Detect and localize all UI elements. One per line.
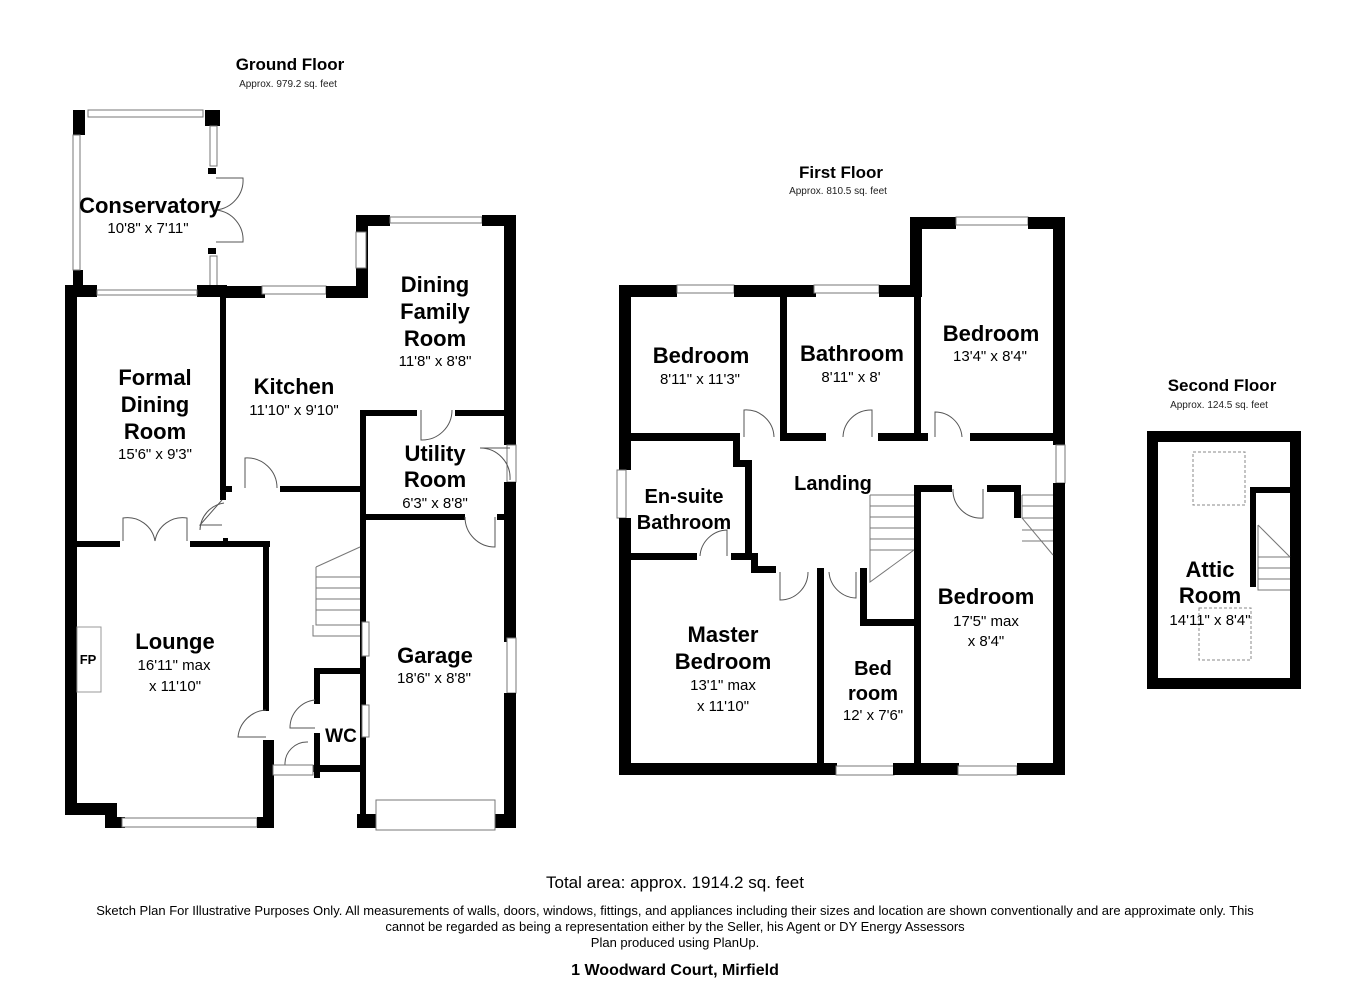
room-dimensions: 16'11" max (138, 657, 211, 674)
room-name: Bed (854, 658, 892, 680)
first-floor-title: First Floor (799, 163, 883, 182)
room-name: Lounge (135, 629, 214, 654)
room-dimensions: 12' x 7'6" (843, 707, 903, 724)
room-wc: WC (325, 726, 357, 747)
room-name: Family (400, 299, 470, 324)
ground-floor-area: Approx. 979.2 sq. feet (239, 79, 337, 90)
disclaimer-line: cannot be regarded as being a representa… (385, 919, 965, 934)
room-landing: Landing (794, 473, 872, 495)
room-name: Bedroom (938, 584, 1035, 609)
fireplace-label: FP (80, 652, 97, 667)
conservatory-door (215, 177, 244, 243)
room-bathroom: Bathroom 8'11" x 8' (800, 341, 904, 386)
first-doors (699, 409, 984, 601)
first-stairs (869, 494, 1054, 583)
disclaimer: Sketch Plan For Illustrative Purposes On… (0, 903, 1350, 951)
room-dimensions: 6'3" x 8'8" (402, 495, 468, 512)
ground-outer-walls (65, 215, 517, 831)
fireplace (76, 626, 102, 693)
second-floor-area: Approx. 124.5 sq. feet (1170, 400, 1268, 411)
room-name: Bedroom (675, 649, 772, 674)
room-dimensions: 10'8" x 7'11" (107, 220, 188, 237)
room-name: Dining (401, 272, 469, 297)
room-dimensions: x 8'4" (968, 633, 1005, 650)
room-name: Garage (397, 643, 473, 668)
room-dimensions: 13'4" x 8'4" (953, 348, 1027, 365)
room-garage: Garage 18'6" x 8'8" (397, 643, 473, 687)
room-bedroom-small: Bed room 12' x 7'6" (843, 658, 903, 724)
room-name: room (848, 683, 898, 705)
room-bedroom-top-right: Bedroom 13'4" x 8'4" (943, 321, 1040, 365)
disclaimer-line: Sketch Plan For Illustrative Purposes On… (96, 903, 1254, 918)
room-name: Bedroom (943, 321, 1040, 346)
room-dimensions: 17'5" max (953, 613, 1019, 630)
room-bedroom-front-left: Bedroom 8'11" x 11'3" (653, 343, 750, 388)
room-dimensions: x 11'10" (149, 678, 201, 695)
room-name: Kitchen (254, 374, 335, 399)
first-outer-walls (616, 216, 1066, 776)
attic-skylights (1192, 451, 1252, 661)
room-dining-family: Dining Family Room 11'8" x 8'8" (399, 272, 472, 370)
room-dimensions: 11'10" x 9'10" (249, 402, 339, 419)
room-dimensions: 14'11" x 8'4" (1169, 612, 1250, 629)
attic-stairs (1257, 524, 1291, 591)
room-dimensions: 13'1" max (690, 677, 756, 694)
property-address: 1 Woodward Court, Mirfield (571, 962, 779, 979)
room-attic: Attic Room 14'11" x 8'4" (1169, 557, 1250, 629)
conservatory-walls (72, 109, 220, 295)
room-name: WC (325, 726, 357, 747)
first-floor: First Floor Approx. 810.5 sq. feet (616, 163, 1066, 776)
room-name: Utility (404, 441, 466, 466)
room-dimensions: x 11'10" (697, 698, 749, 715)
room-dimensions: 8'11" x 8' (821, 369, 880, 386)
room-name: Landing (794, 473, 872, 495)
attic-walls (1147, 431, 1301, 689)
room-master-bedroom: Master Bedroom 13'1" max x 11'10" (675, 622, 772, 715)
room-name: Room (404, 326, 466, 351)
ground-floor-title: Ground Floor (236, 55, 345, 74)
first-interior-walls (619, 285, 1058, 773)
room-lounge: Lounge 16'11" max x 11'10" (135, 629, 214, 695)
room-bedroom-right: Bedroom 17'5" max x 8'4" (938, 584, 1035, 650)
room-utility: Utility Room 6'3" x 8'8" (402, 441, 468, 512)
ground-floor: Ground Floor Approx. 979.2 sq. feet (65, 55, 517, 831)
ground-stairs (312, 546, 361, 637)
room-name: Bedroom (653, 343, 750, 368)
total-area: Total area: approx. 1914.2 sq. feet (545, 873, 804, 892)
disclaimer-line: Plan produced using PlanUp. (590, 935, 760, 950)
room-conservatory: Conservatory 10'8" x 7'11" (79, 193, 222, 237)
room-name: Master (688, 622, 759, 647)
room-name: Conservatory (79, 193, 222, 218)
ground-doors (122, 409, 511, 776)
ground-interior-walls (65, 286, 512, 828)
second-floor-title: Second Floor (1168, 376, 1277, 395)
room-name: Room (1179, 583, 1241, 608)
first-floor-area: Approx. 810.5 sq. feet (789, 186, 887, 197)
room-name: Bathroom (637, 512, 731, 534)
room-dimensions: 18'6" x 8'8" (397, 670, 471, 687)
room-ensuite: En-suite Bathroom (637, 486, 731, 534)
room-dimensions: 8'11" x 11'3" (660, 371, 740, 388)
room-formal-dining: Formal Dining Room 15'6" x 9'3" (118, 365, 192, 463)
room-name: Bathroom (800, 341, 904, 366)
room-dimensions: 15'6" x 9'3" (118, 446, 192, 463)
room-name: En-suite (645, 486, 724, 508)
room-dimensions: 11'8" x 8'8" (399, 353, 472, 370)
room-name: Room (124, 419, 186, 444)
second-floor: Second Floor Approx. 124.5 sq. feet Atti… (1147, 376, 1301, 689)
room-name: Room (404, 467, 466, 492)
room-name: Dining (121, 392, 189, 417)
room-name: Formal (118, 365, 191, 390)
room-name: Attic (1186, 557, 1235, 582)
room-kitchen: Kitchen 11'10" x 9'10" (249, 374, 339, 419)
